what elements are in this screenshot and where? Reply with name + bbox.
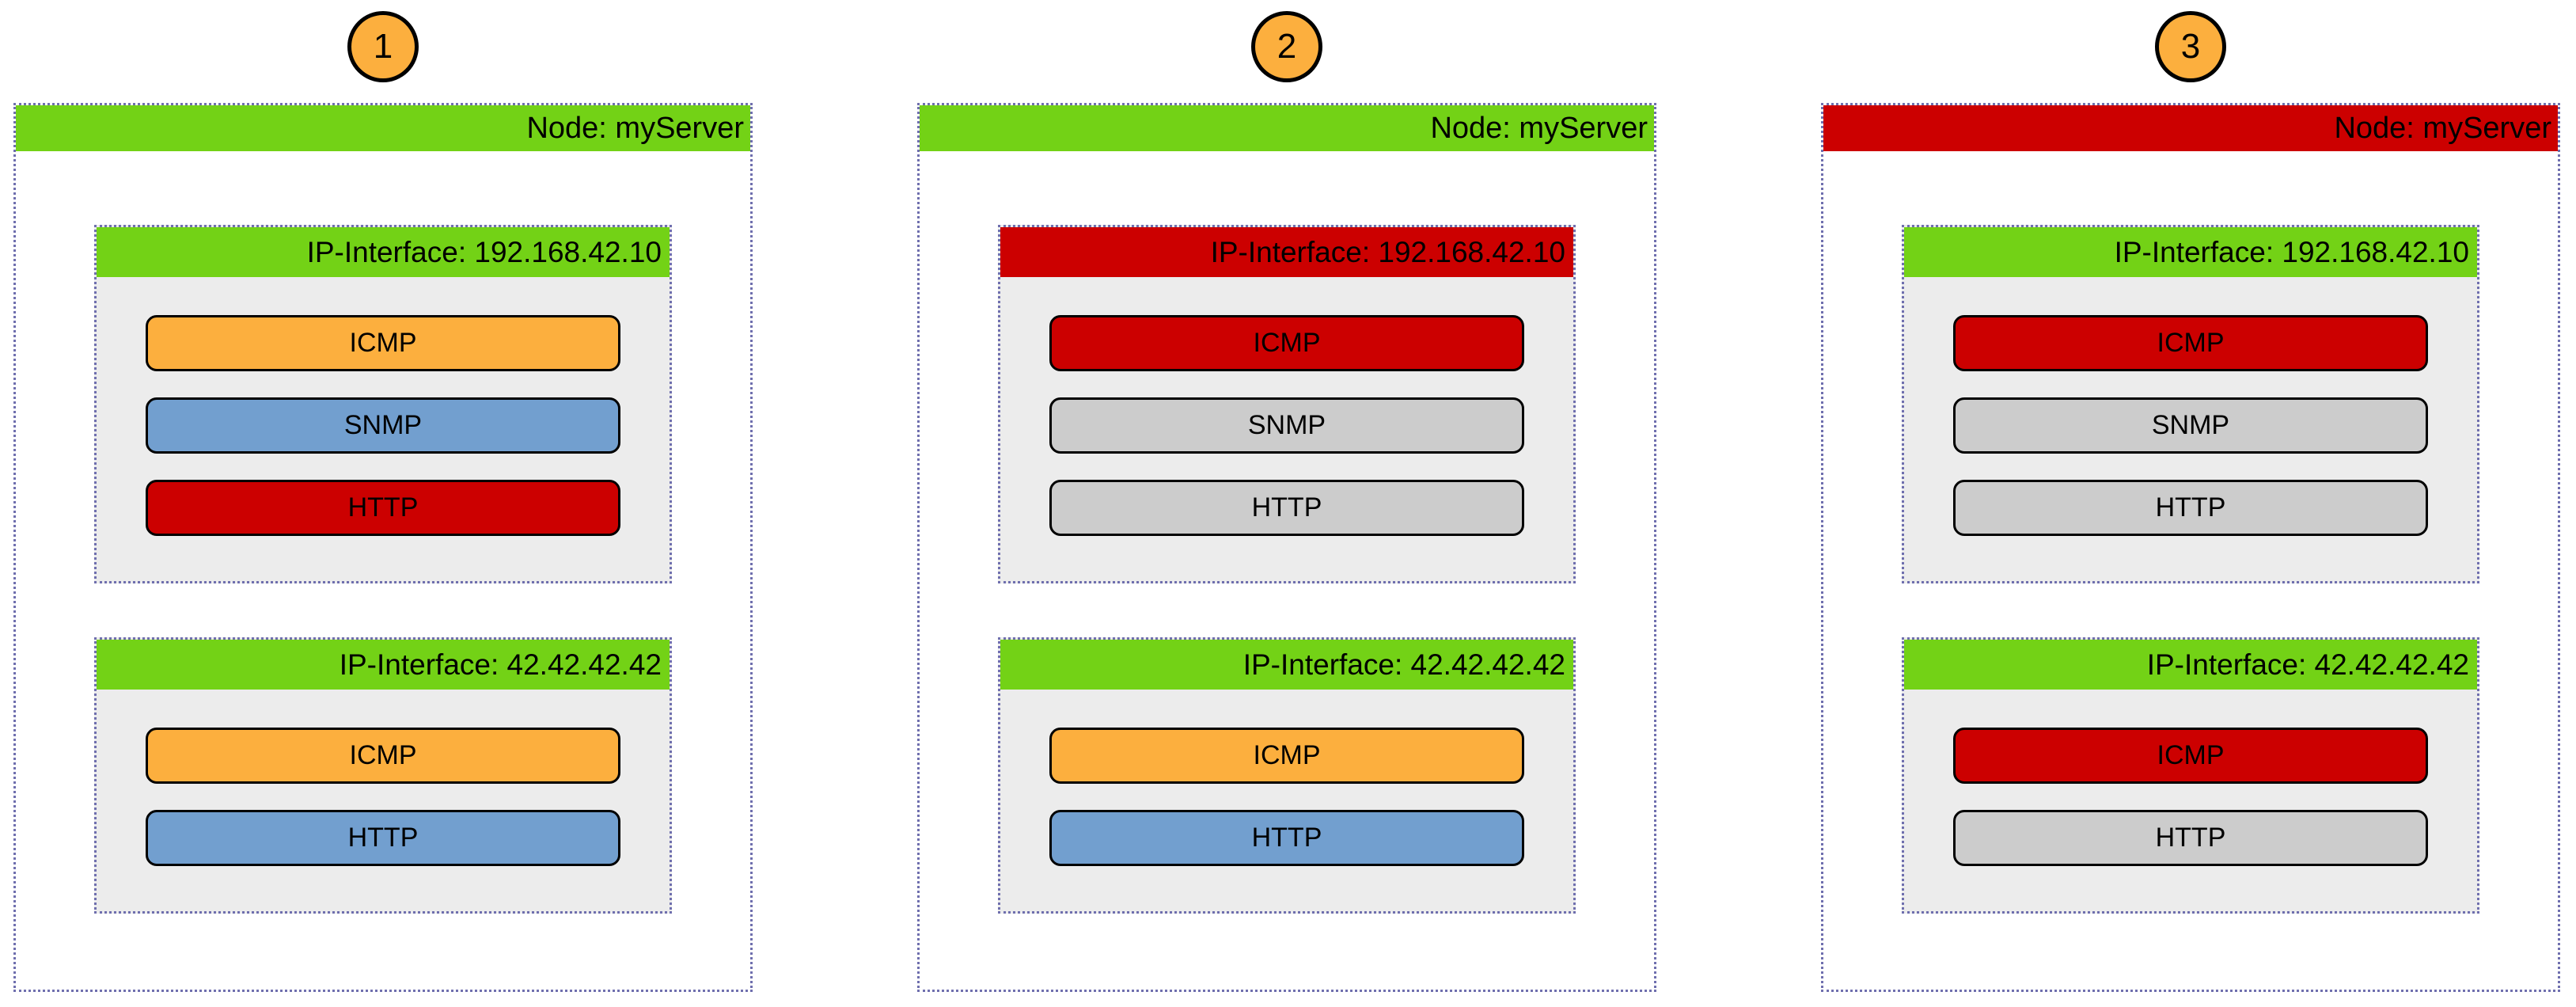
service-pill-icmp: ICMP [1953, 728, 2428, 784]
node-header: Node: myServer [920, 105, 1654, 151]
service-pill-icmp: ICMP [1049, 315, 1524, 371]
service-list: ICMP HTTP [97, 690, 670, 911]
service-pill-http: HTTP [146, 810, 620, 866]
interface-header: IP-Interface: 42.42.42.42 [1000, 640, 1573, 690]
interface-header: IP-Interface: 192.168.42.10 [1904, 227, 2477, 277]
service-list: ICMP SNMP HTTP [97, 277, 670, 581]
service-pill-icmp: ICMP [1953, 315, 2428, 371]
service-pill-snmp: SNMP [1953, 397, 2428, 454]
step-number-badge: 3 [2155, 11, 2226, 82]
interface-header: IP-Interface: 192.168.42.10 [1000, 227, 1573, 277]
step-number-badge: 2 [1251, 11, 1322, 82]
service-pill-http: HTTP [1953, 810, 2428, 866]
service-pill-http: HTTP [146, 480, 620, 536]
interface-header: IP-Interface: 42.42.42.42 [1904, 640, 2477, 690]
step-number-badge: 1 [347, 11, 419, 82]
service-pill-icmp: ICMP [146, 728, 620, 784]
service-list: ICMP HTTP [1000, 690, 1573, 911]
service-list: ICMP HTTP [1904, 690, 2477, 911]
service-pill-icmp: ICMP [1049, 728, 1524, 784]
service-list: ICMP SNMP HTTP [1000, 277, 1573, 581]
service-pill-http: HTTP [1953, 480, 2428, 536]
service-list: ICMP SNMP HTTP [1904, 277, 2477, 581]
service-pill-snmp: SNMP [146, 397, 620, 454]
interface-header: IP-Interface: 192.168.42.10 [97, 227, 670, 277]
interface-header: IP-Interface: 42.42.42.42 [97, 640, 670, 690]
service-pill-snmp: SNMP [1049, 397, 1524, 454]
node-header: Node: myServer [16, 105, 750, 151]
service-pill-http: HTTP [1049, 810, 1524, 866]
node-header: Node: myServer [1823, 105, 2558, 151]
service-pill-http: HTTP [1049, 480, 1524, 536]
service-pill-icmp: ICMP [146, 315, 620, 371]
